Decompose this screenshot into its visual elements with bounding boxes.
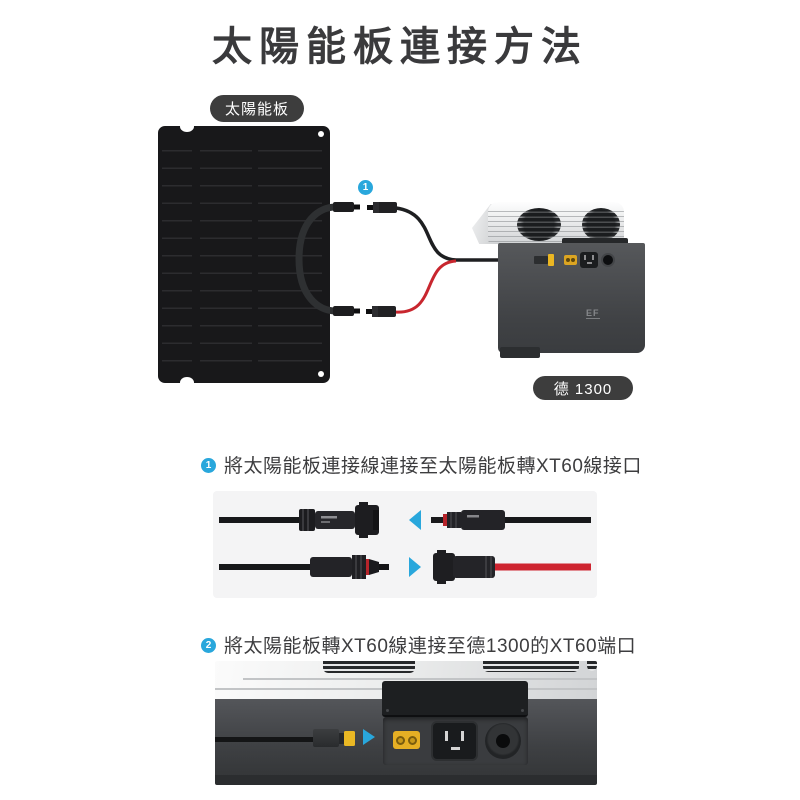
page-title: 太陽能板連接方法	[212, 25, 588, 69]
mc4-male-bottom	[310, 555, 389, 579]
panel-grommet-top	[318, 131, 324, 137]
diagram-step1-marker: 1	[358, 180, 373, 195]
solar-panel-cells-left	[200, 134, 252, 375]
vent-grille-edge	[587, 661, 597, 671]
solar-panel-label-text: 太陽能板	[224, 101, 289, 118]
adapter-mc4-top	[367, 202, 397, 213]
arrow-right-icon	[409, 557, 421, 577]
power-station-image: EF	[470, 200, 645, 360]
solar-panel-cells-right	[258, 134, 322, 375]
xt60-plug-closeup	[313, 729, 339, 747]
diagram-step1-number: 1	[362, 182, 369, 193]
step1-number-icon: 1	[201, 458, 216, 473]
xt60-cable-closeup	[215, 737, 315, 742]
panel-mc4-top	[333, 202, 360, 212]
step2-text: 將太陽能板轉XT60線連接至德1300的XT60端口	[224, 636, 637, 657]
power-station-label: 德 1300	[533, 376, 633, 400]
step2-illustration-panel	[215, 661, 597, 785]
ac-inlet-closeup	[431, 721, 478, 761]
xt60-plug	[534, 256, 548, 264]
power-station-label-text: 德 1300	[553, 380, 613, 398]
station-foot	[500, 347, 540, 358]
vent-grille-left	[323, 661, 415, 673]
arrow-left-icon	[409, 510, 421, 530]
vent-grille-right	[483, 661, 579, 672]
step1-illustration-panel	[213, 491, 597, 598]
mc4-male-top	[431, 510, 505, 530]
xt60-plug-tip-closeup	[344, 731, 355, 746]
step2-instruction: 2 將太陽能板轉XT60線連接至德1300的XT60端口	[201, 631, 636, 658]
adapter-red-wire	[394, 259, 457, 314]
fan-grille-left	[517, 208, 561, 241]
mc4-female-bottom	[433, 550, 495, 584]
step1-number: 1	[205, 460, 212, 471]
ecoflow-logo-icon: EF	[586, 308, 600, 319]
station-base-lip	[215, 775, 597, 785]
panel-cable-loop	[295, 203, 340, 315]
arrow-right-icon	[363, 729, 375, 745]
step2-number-icon: 2	[201, 638, 216, 653]
solar-panel-flap-cells	[162, 134, 192, 375]
solar-panel-label: 太陽能板	[210, 95, 304, 122]
open-port-cover	[382, 681, 528, 717]
panel-mc4-bottom	[333, 306, 360, 316]
top-seam-line	[243, 678, 597, 680]
panel-top-notch	[180, 121, 194, 132]
mc4-female-top	[299, 502, 379, 538]
xt60-plug-tip	[548, 254, 554, 266]
xt60-port-closeup	[393, 731, 420, 749]
mc4-connectors-graphic	[219, 502, 591, 584]
fan-grille-right	[582, 208, 620, 241]
dc-round-port	[601, 253, 615, 267]
adapter-black-wire	[395, 206, 538, 262]
step1-instruction: 1 將太陽能板連接線連接至太陽能板轉XT60線接口	[201, 451, 642, 478]
xt60-port	[564, 255, 577, 265]
panel-grommet-bottom	[318, 371, 324, 377]
step2-number: 2	[205, 640, 212, 651]
ac-inlet-port	[580, 252, 598, 268]
panel-bottom-notch	[180, 377, 194, 388]
xt60-plug-neck	[339, 733, 344, 744]
dc-round-port-closeup	[485, 723, 521, 759]
step1-text: 將太陽能板連接線連接至太陽能板轉XT60線接口	[224, 456, 642, 477]
adapter-mc4-bottom	[366, 306, 396, 317]
